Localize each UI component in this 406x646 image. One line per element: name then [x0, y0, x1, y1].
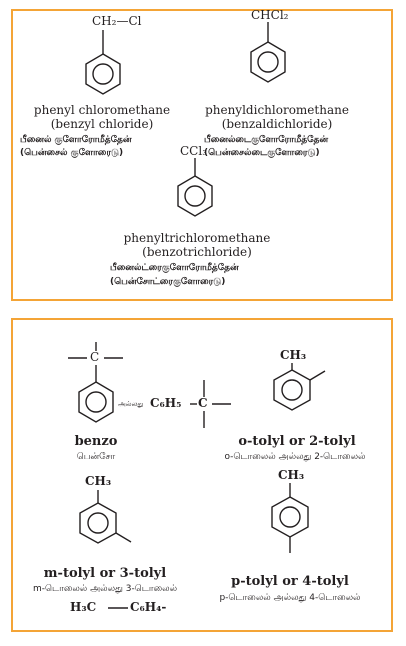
benzyl-substituent: CH₂—Cl [92, 14, 142, 28]
m-tolyl-label: m-tolyl or 3-tolyl [43, 566, 167, 581]
o-tolyl-tamil-label: o-டொலைல் அல்லது 2-டொலைல் [224, 452, 366, 462]
p-tolyl-methyl: CH₃ [278, 468, 305, 482]
m-tolyl-structure [79, 490, 132, 544]
o-tolyl-label: o-tolyl or 2-tolyl [238, 434, 356, 449]
top-panel [11, 9, 393, 301]
benzotrichloride-structure [177, 158, 213, 217]
m-tolyl-formula-left: H₃C [70, 600, 97, 614]
p-tolyl-structure [271, 483, 309, 553]
benzyl-tamil-common-name: (பென்சைல் குளோரைடு) [20, 148, 124, 158]
benzyl-common-name: (benzyl chloride) [50, 117, 154, 131]
benzyl-name: phenyl chloromethane [33, 103, 171, 117]
m-tolyl-formula-right: C₆H₄- [130, 600, 167, 614]
benzal-common-name: (benzaldichloride) [221, 117, 333, 131]
benzyl-tamil-name: பீனைல் குளோரோமீத்தேன் [20, 135, 132, 145]
m-tolyl-methyl: CH₃ [85, 474, 112, 488]
benzo-tamil-name: பீனைல்ட்ரைகுளோரோமீத்தேன் [110, 263, 239, 273]
benzyl-chloride-structure [85, 30, 121, 95]
benzo-alt-formula: C₆H₅ [150, 396, 182, 410]
o-tolyl-structure [273, 363, 326, 411]
o-tolyl-methyl: CH₃ [280, 348, 307, 362]
benzo-common-name: (benzotrichloride) [142, 245, 252, 259]
benzo-label: benzo [74, 434, 118, 449]
benzo-structure [68, 342, 123, 423]
benzal-dichloride-structure [250, 22, 286, 83]
p-tolyl-label: p-tolyl or 4-tolyl [231, 574, 349, 589]
benzo-alt-bonds [190, 380, 231, 428]
benzo-substituent: CCl₃ [180, 144, 208, 158]
benzo-tamil-label: பென்சோ [76, 452, 116, 462]
benzo-alt-carbon: C [198, 396, 208, 410]
benzal-tamil-name: பீனைல்டைகுளோரோமீத்தேன் [204, 135, 329, 145]
benzal-tamil-common-name: (பென்சைல்டைகுளோரைடு) [204, 148, 320, 158]
benzal-substituent: CHCl₂ [251, 8, 289, 22]
bottom-panel [11, 318, 393, 632]
benzo-carbon: C [90, 350, 100, 364]
benzal-name: phenyldichloromethane [205, 103, 349, 117]
m-tolyl-tamil-label: m-டொலைல் அல்லது 3-டொலைல் [32, 584, 178, 594]
benzo-alt-connector: அல்லது [118, 400, 144, 408]
benzo-tamil-common-name: (பென்சோட்ரைகுளோரைடு) [110, 277, 226, 287]
p-tolyl-tamil-label: p-டொலைல் அல்லது 4-டொலைல் [219, 593, 361, 603]
benzo-name: phenyltrichloromethane [123, 231, 271, 245]
